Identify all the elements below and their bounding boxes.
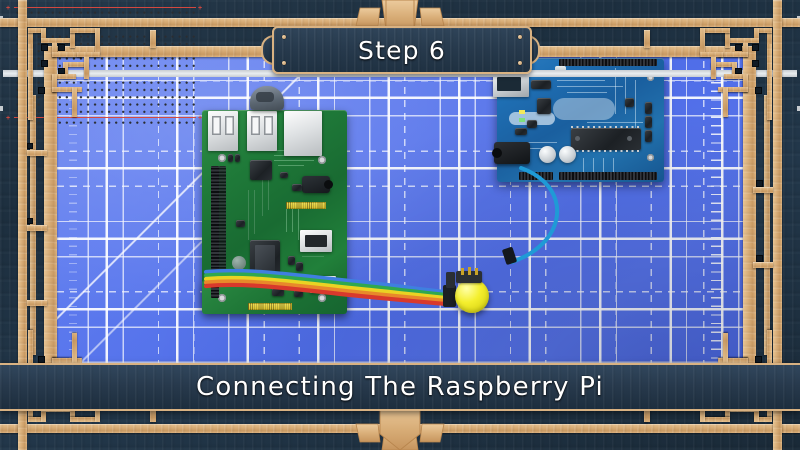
arduino-uno-board bbox=[463, 44, 664, 182]
frame-slat-right-rung-1 bbox=[753, 187, 773, 193]
jumper-wire-blue bbox=[502, 166, 560, 265]
frame-slat-left-rung-1 bbox=[27, 150, 47, 156]
step-banner: Step 6 bbox=[272, 26, 532, 74]
frame-rung-bottom-right bbox=[644, 404, 650, 422]
gpio-header[interactable] bbox=[211, 166, 219, 272]
rail-plus-marker-br: + bbox=[198, 115, 203, 122]
frame-rung-top-right bbox=[644, 30, 650, 48]
raspberry-pi-audio-jack bbox=[302, 176, 330, 193]
frame-slat-left-rung-3 bbox=[27, 300, 47, 306]
step-label: Step 6 bbox=[358, 35, 446, 65]
arduino-capacitor bbox=[539, 146, 556, 163]
display-connector bbox=[248, 303, 292, 310]
fan-keystone-top-tab bbox=[385, 0, 415, 30]
corner-ornament-top-right bbox=[680, 0, 800, 120]
frame-slat-left-rung-2 bbox=[27, 225, 47, 231]
mat-border-left bbox=[44, 46, 57, 404]
breadboard-holes-bottom-rail bbox=[14, 119, 196, 128]
arduino-analog-header bbox=[559, 172, 657, 180]
caption-label: Connecting The Raspberry Pi bbox=[196, 372, 604, 402]
frame-rung-bottom-left bbox=[150, 404, 156, 422]
rail-plus-marker-bl: + bbox=[6, 115, 11, 122]
rail-positive-bottom bbox=[14, 117, 196, 119]
banner-rivet-br bbox=[518, 61, 522, 65]
rail-plus-marker-tr: + bbox=[198, 5, 203, 12]
frame-bar-left bbox=[18, 0, 27, 450]
frame-rung-top-left bbox=[150, 30, 156, 48]
caption-banner: Connecting The Raspberry Pi bbox=[0, 363, 800, 411]
camera-connector bbox=[286, 202, 326, 209]
rail-positive-top bbox=[14, 7, 196, 9]
yellow-led-button[interactable] bbox=[455, 279, 489, 313]
fan-keystone-bottom-tab bbox=[379, 404, 421, 450]
rail-plus-marker-tl: + bbox=[6, 5, 11, 12]
corner-ornament-top-left bbox=[0, 0, 120, 120]
frame-slat-right-rung-2 bbox=[753, 262, 773, 268]
atmega-dip-chip bbox=[571, 126, 641, 152]
frame-bar-right bbox=[773, 0, 782, 450]
banner-rivet-bl bbox=[282, 61, 286, 65]
banner-rivet-tr bbox=[518, 35, 522, 39]
mat-ruler-ticks-left bbox=[59, 57, 77, 393]
arduino-power-jack bbox=[494, 142, 530, 164]
raspberry-pi-ram-chip bbox=[250, 160, 272, 180]
arduino-capacitor bbox=[559, 146, 576, 163]
ribbon-cable bbox=[203, 268, 456, 307]
mat-border-right bbox=[743, 46, 756, 404]
arduino-digital-header bbox=[559, 59, 657, 66]
banner-rivet-tl bbox=[282, 35, 286, 39]
raspberry-pi-ethernet-port bbox=[284, 111, 322, 156]
frame-slat-right-a bbox=[764, 95, 770, 355]
